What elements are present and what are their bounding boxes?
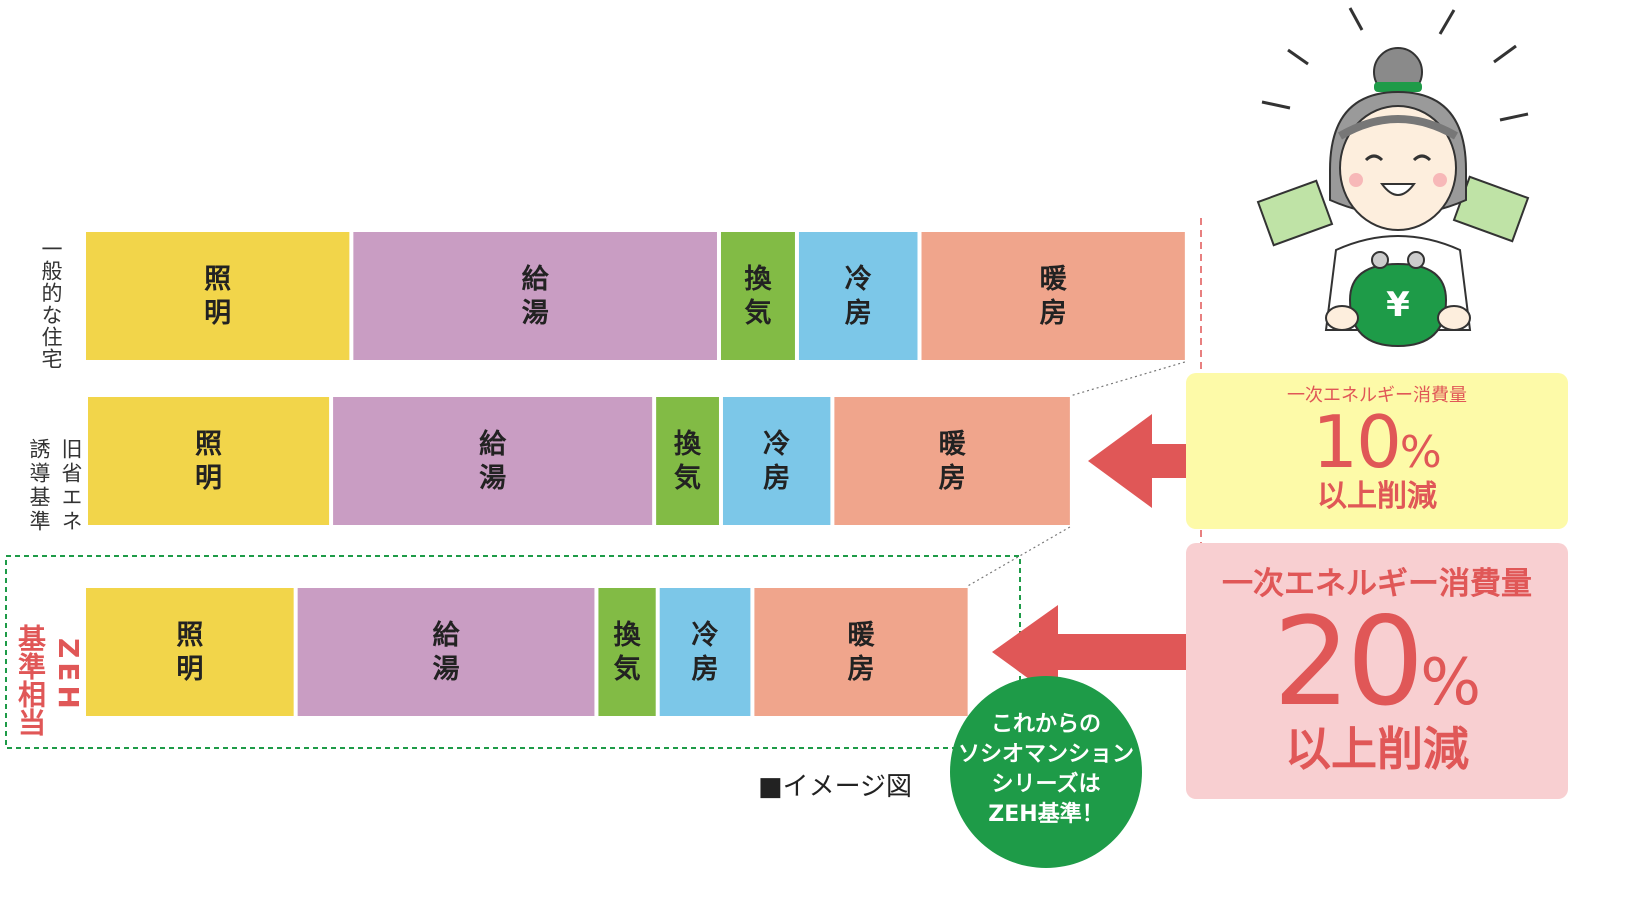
bar-segment-換気 <box>720 232 795 360</box>
bar-label-換気: 換 <box>744 264 772 295</box>
bar-label-冷房: 房 <box>692 654 719 685</box>
hair-band <box>1374 82 1422 92</box>
bar-label-換気: 気 <box>614 653 641 685</box>
bar-segment-換気 <box>656 397 719 525</box>
callout-10-percent-sign: % <box>1399 427 1442 478</box>
face <box>1339 105 1457 231</box>
bar-label-冷房: 房 <box>763 463 790 494</box>
bar-label-冷房: 房 <box>845 298 872 329</box>
callout-10-value: 10% <box>1186 406 1568 479</box>
callout-20-title: 一次エネルギー消費量 <box>1222 566 1532 602</box>
badge-line-4: ZEH基準！ <box>988 802 1104 827</box>
mouth <box>1380 183 1416 196</box>
row-label-general: 一般的な住宅 <box>39 238 63 370</box>
callout-10-suffix: 以上削減 <box>1317 479 1437 514</box>
purse-clasp <box>1371 251 1389 269</box>
bar-segment-暖房 <box>921 232 1185 360</box>
callout-20-value: 20% <box>1186 601 1568 723</box>
sparkle-line <box>1348 7 1364 31</box>
bar-segment-給湯 <box>333 397 653 525</box>
image-caption: ■イメージ図 <box>758 772 913 802</box>
bar-label-換気: 気 <box>674 462 701 494</box>
cheek <box>1349 173 1363 187</box>
bar-segment-暖房 <box>754 588 968 716</box>
eye-left <box>1364 154 1384 162</box>
bar-label-換気: 換 <box>674 429 702 460</box>
bar-label-暖房: 暖 <box>1040 264 1068 295</box>
bar-label-照明: 照 <box>176 620 203 651</box>
sparkle-line <box>1499 112 1529 122</box>
bar-segment-換気 <box>598 588 656 716</box>
callout-20-suffix: 以上削減 <box>1285 722 1469 776</box>
bar-segment-冷房 <box>659 588 751 716</box>
fringe <box>1337 115 1459 140</box>
bar-label-照明: 明 <box>195 463 222 494</box>
bar-label-暖房: 房 <box>939 463 966 494</box>
connector-dotted-line <box>1069 361 1186 397</box>
bar-label-暖房: 房 <box>848 654 875 685</box>
callout-10-number: 10 <box>1312 400 1402 484</box>
sparkle-line <box>1287 48 1309 66</box>
bar-label-照明: 明 <box>176 654 203 685</box>
sparkle-line <box>1438 9 1456 35</box>
callout-10-percent: 一次エネルギー消費量 10% 以上削減 <box>1186 373 1568 529</box>
row-label-old-standard-2: 誘導基準 <box>27 438 51 534</box>
bar-label-冷房: 冷 <box>692 620 719 651</box>
bar-segment-暖房 <box>834 397 1070 525</box>
bar-label-給湯: 湯 <box>433 654 460 685</box>
woman-illustration: ¥ <box>1256 7 1530 348</box>
bar-label-照明: 明 <box>204 298 231 329</box>
banknote-icon <box>1256 179 1334 247</box>
bar-segment-照明 <box>86 588 294 716</box>
arrow-left-icon <box>1088 414 1203 508</box>
badge-line-3: シリーズは <box>991 772 1101 797</box>
hand <box>1437 305 1471 331</box>
bar-segment-給湯 <box>297 588 595 716</box>
bar-label-暖房: 暖 <box>848 620 876 651</box>
bar-segment-冷房 <box>722 397 831 525</box>
yen-icon: ¥ <box>1386 285 1410 325</box>
bar-label-暖房: 房 <box>1040 298 1067 329</box>
bar-label-照明: 照 <box>195 429 222 460</box>
bar-label-冷房: 冷 <box>845 264 872 295</box>
bar-label-給湯: 湯 <box>479 463 506 494</box>
bar-label-暖房: 暖 <box>939 429 967 460</box>
bar-label-給湯: 給 <box>522 263 550 295</box>
bar-label-給湯: 給 <box>479 428 507 460</box>
bar-segment-照明 <box>86 232 350 360</box>
bar-label-冷房: 冷 <box>763 429 790 460</box>
bar-label-換気: 換 <box>614 620 642 651</box>
bar-label-換気: 気 <box>744 297 771 329</box>
row-label-old-standard-1: 旧省エネ <box>59 438 83 534</box>
sparkle-line <box>1261 100 1291 110</box>
cheek <box>1433 173 1447 187</box>
callout-10-title: 一次エネルギー消費量 <box>1287 385 1467 406</box>
badge-line-1: これからの <box>990 712 1101 737</box>
zeh-badge: これからの ソシオマンション シリーズは ZEH基準！ <box>950 676 1142 868</box>
bar-label-給湯: 湯 <box>522 298 549 329</box>
callout-20-percent: 一次エネルギー消費量 20% 以上削減 <box>1186 543 1568 799</box>
bar-segment-給湯 <box>353 232 717 360</box>
callout-20-number: 20 <box>1272 591 1424 733</box>
bar-segment-照明 <box>88 397 330 525</box>
row-label-zeh-1: ZEH <box>52 638 85 713</box>
bar-label-照明: 照 <box>204 264 231 295</box>
hand <box>1325 305 1359 331</box>
purse-clasp <box>1407 251 1425 269</box>
callout-20-percent-sign: % <box>1420 646 1482 720</box>
badge-line-2: ソシオマンション <box>957 742 1134 767</box>
eye-right <box>1412 154 1432 162</box>
bar-label-給湯: 給 <box>433 619 461 651</box>
sparkle-line <box>1493 44 1517 64</box>
row-label-zeh-2: 基準相当 <box>14 624 47 736</box>
bar-segment-冷房 <box>798 232 918 360</box>
